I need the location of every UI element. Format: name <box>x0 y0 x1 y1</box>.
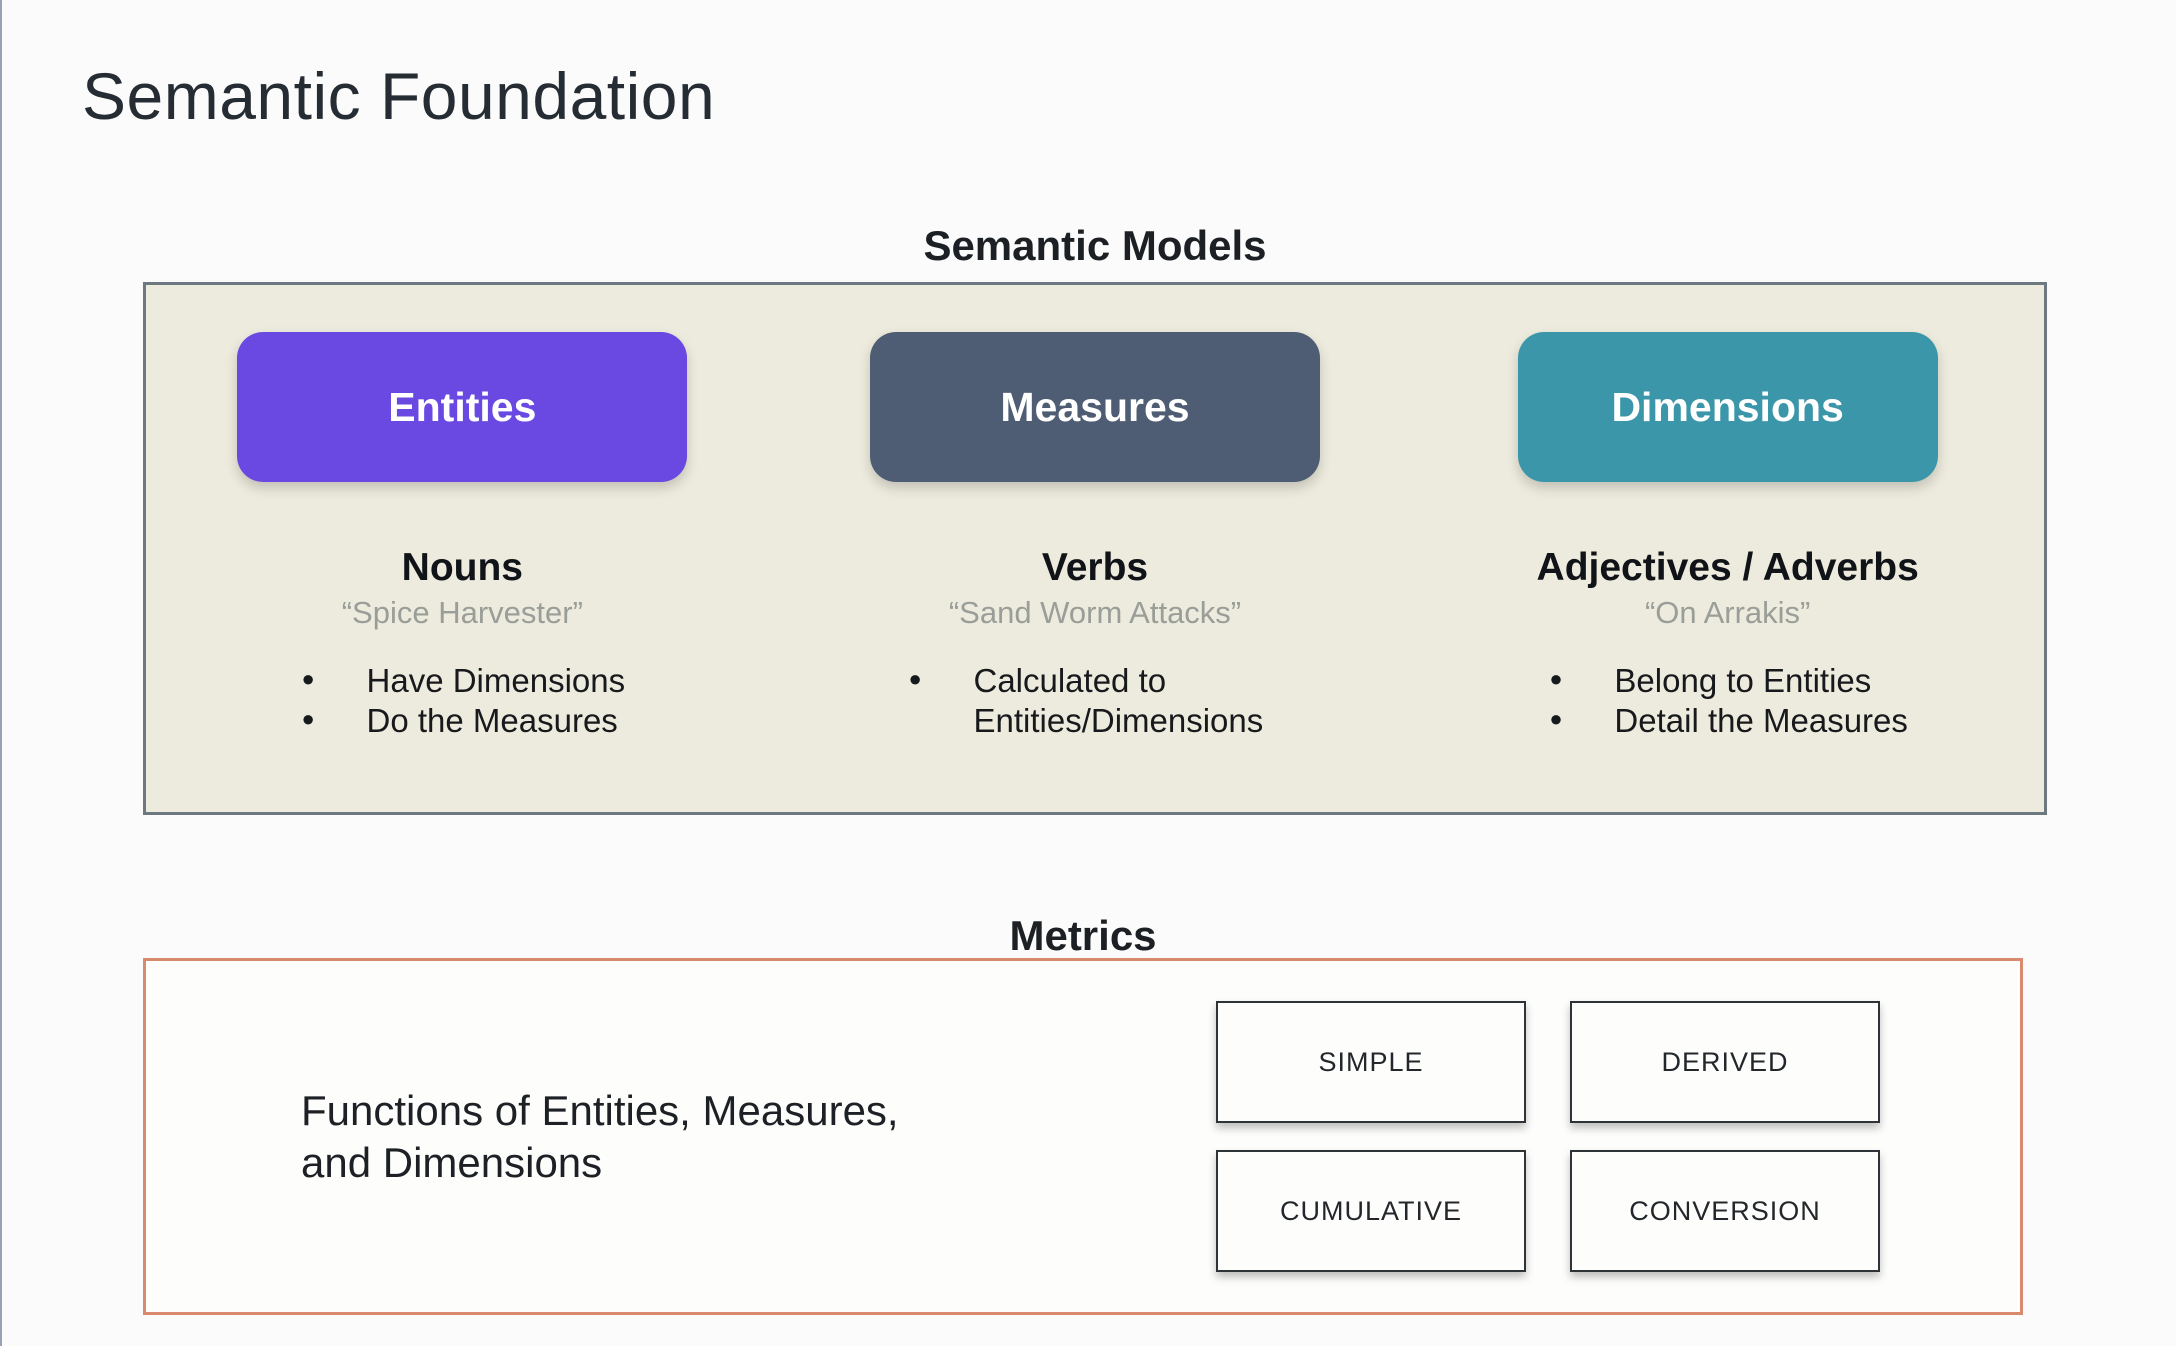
entities-bullet-list: Have Dimensions Do the Measures <box>300 661 626 742</box>
metrics-description: Functions of Entities, Measures, and Dim… <box>301 1085 899 1187</box>
measures-pill-label: Measures <box>1000 383 1190 430</box>
dimensions-bullet: Detail the Measures <box>1547 701 1907 741</box>
page-title: Semantic Foundation <box>82 59 716 133</box>
dimensions-column: Dimensions Adjectives / Adverbs “On Arra… <box>1411 285 2044 812</box>
metrics-panel: Functions of Entities, Measures, and Dim… <box>143 958 2023 1315</box>
measures-quote: “Sand Worm Attacks” <box>948 595 1242 630</box>
dimensions-pill-label: Dimensions <box>1611 383 1844 430</box>
metric-types-grid: SIMPLE DERIVED CUMULATIVE CONVERSION <box>1216 1001 1880 1272</box>
metric-type-conversion: CONVERSION <box>1570 1150 1880 1272</box>
entities-bullet: Do the Measures <box>300 701 626 741</box>
measures-subtitle: Verbs <box>1041 546 1149 589</box>
semantic-models-heading: Semantic Models <box>923 222 1267 269</box>
dimensions-pill: Dimensions <box>1517 332 1938 482</box>
entities-quote: “Spice Harvester” <box>341 595 583 630</box>
entities-bullet: Have Dimensions <box>300 661 626 701</box>
semantic-models-panel: Entities Nouns “Spice Harvester” Have Di… <box>143 282 2047 815</box>
measures-column: Measures Verbs “Sand Worm Attacks” Calcu… <box>779 285 1412 812</box>
dimensions-bullet: Belong to Entities <box>1547 661 1907 701</box>
metrics-heading: Metrics <box>1009 912 1157 959</box>
measures-bullet-list: Calculated to Entities/Dimensions <box>906 661 1283 742</box>
entities-pill-label: Entities <box>388 383 537 430</box>
metric-type-simple: SIMPLE <box>1216 1001 1526 1123</box>
measures-bullet: Calculated to Entities/Dimensions <box>906 661 1283 742</box>
metrics-description-line2: and Dimensions <box>301 1138 603 1186</box>
metrics-description-line1: Functions of Entities, Measures, <box>301 1087 899 1135</box>
entities-column: Entities Nouns “Spice Harvester” Have Di… <box>146 285 779 812</box>
measures-pill: Measures <box>869 332 1320 482</box>
entities-subtitle: Nouns <box>401 546 523 589</box>
dimensions-bullet-list: Belong to Entities Detail the Measures <box>1547 661 1907 742</box>
dimensions-quote: “On Arrakis” <box>1644 595 1811 630</box>
entities-pill: Entities <box>237 332 688 482</box>
metric-type-derived: DERIVED <box>1570 1001 1880 1123</box>
dimensions-subtitle: Adjectives / Adverbs <box>1536 546 1919 589</box>
metric-type-cumulative: CUMULATIVE <box>1216 1150 1526 1272</box>
